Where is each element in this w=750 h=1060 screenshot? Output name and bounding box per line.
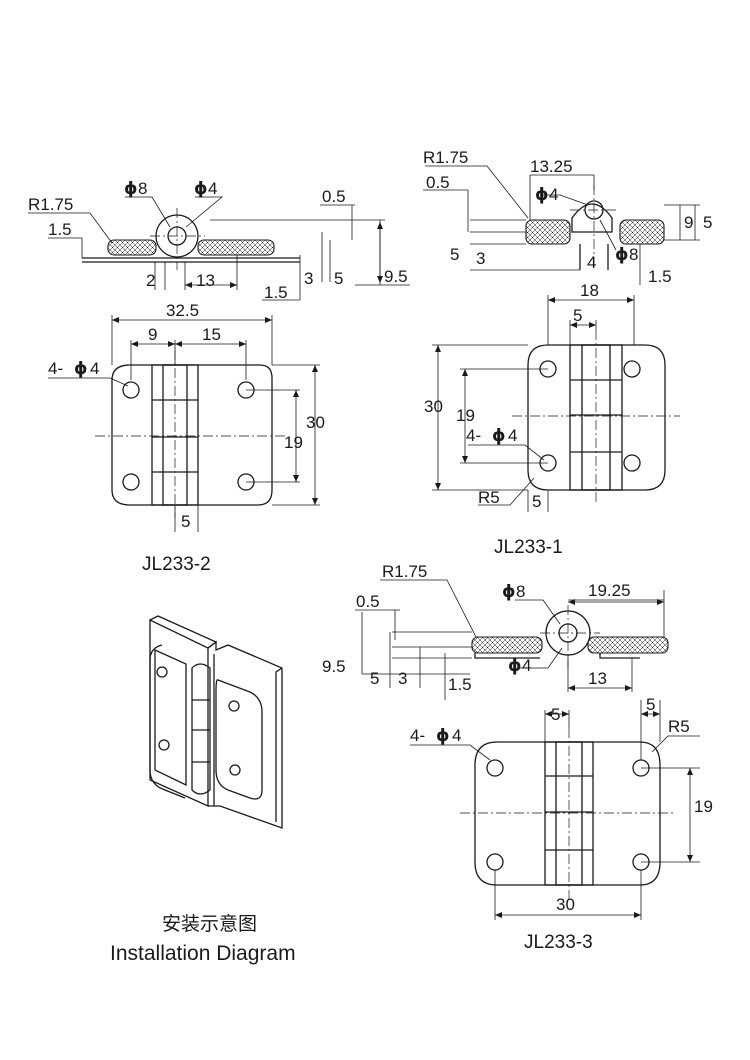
- side-c-phi8: 8: [516, 582, 525, 601]
- caption-jl233-1: JL233-1: [494, 537, 563, 558]
- plan1-phi-symbol: ϕ: [492, 426, 506, 446]
- side-b-d3: 3: [476, 249, 485, 268]
- side-b-r175: R1.75: [423, 148, 468, 167]
- side-c-d05: 0.5: [356, 592, 380, 611]
- side-c-d1925: 19.25: [588, 581, 631, 600]
- plan3-phi4: 4: [452, 726, 461, 745]
- side-b-phi8-symbol: ϕ: [615, 245, 629, 265]
- plan2-d325: 32.5: [166, 301, 199, 320]
- plan1-d5: 5: [573, 306, 582, 325]
- plan1-d30: 30: [424, 397, 443, 416]
- side-a-d05: 0.5: [322, 187, 346, 206]
- side-a-phi4: 4: [208, 179, 217, 198]
- side-a-phi8: 8: [138, 179, 147, 198]
- plan2-phi-symbol: ϕ: [74, 359, 88, 379]
- plan-view-jl233-3: [410, 700, 700, 920]
- side-a-r175: R1.75: [28, 195, 73, 214]
- plan3-d5b: 5: [646, 695, 655, 714]
- side-b-d9: 9: [684, 213, 693, 232]
- side-c-phi4-symbol: ϕ: [508, 656, 522, 676]
- plan3-r5: R5: [668, 717, 690, 736]
- plan-view-jl233-2: [48, 315, 320, 532]
- side-b-d4: 4: [587, 253, 596, 272]
- plan2-d5: 5: [181, 512, 190, 531]
- plan3-d30: 30: [556, 895, 575, 914]
- side-b-d5: 5: [450, 245, 459, 264]
- plan2-holes: 4-: [48, 359, 63, 378]
- plan-view-jl233-1: [432, 295, 680, 512]
- side-a-d15: 1.5: [48, 220, 72, 239]
- plan1-phi4: 4: [508, 426, 517, 445]
- plan1-d18: 18: [580, 281, 599, 300]
- side-a-phi8-symbol: ϕ: [124, 179, 138, 199]
- side-a-phi4-symbol: ϕ: [194, 179, 208, 199]
- side-b-phi8: 8: [629, 245, 638, 264]
- plan2-d30: 30: [306, 413, 325, 432]
- side-a-d2: 2: [146, 271, 155, 290]
- caption-install-en: Installation Diagram: [110, 942, 296, 965]
- side-b-phi4-symbol: ϕ: [535, 185, 549, 205]
- side-c-phi8-symbol: ϕ: [502, 582, 516, 602]
- side-c-d13: 13: [588, 669, 607, 688]
- plan3-d5: 5: [551, 705, 560, 724]
- side-b-phi4: 4: [549, 185, 558, 204]
- side-c-d15: 1.5: [448, 675, 472, 694]
- side-view-jl233-2: [28, 196, 410, 301]
- plan2-phi4: 4: [90, 359, 99, 378]
- caption-install-cn: 安装示意图: [162, 913, 257, 935]
- side-a-d13: 13: [196, 271, 215, 290]
- side-b-d15: 1.5: [648, 267, 672, 286]
- plan3-d19: 19: [694, 797, 713, 816]
- side-view-jl233-1: [423, 165, 700, 285]
- side-c-phi4: 4: [522, 656, 531, 675]
- side-view-jl233-3: [355, 579, 669, 700]
- side-c-d95: 9.5: [322, 657, 346, 676]
- side-a-d95: 9.5: [384, 267, 408, 286]
- plan2-d19: 19: [284, 433, 303, 452]
- side-b-d5r: 5: [703, 213, 712, 232]
- side-c-d3: 3: [398, 669, 407, 688]
- plan2-d15: 15: [202, 325, 221, 344]
- plan1-d5b: 5: [532, 492, 541, 511]
- side-a-d15b: 1.5: [264, 283, 288, 302]
- plan1-holes: 4-: [466, 426, 481, 445]
- side-a-d3: 3: [304, 269, 313, 288]
- side-c-r175: R1.75: [382, 562, 427, 581]
- side-b-d05: 0.5: [426, 173, 450, 192]
- side-a-d5: 5: [334, 269, 343, 288]
- plan2-d9: 9: [148, 325, 157, 344]
- side-b-d1325: 13.25: [530, 157, 573, 176]
- caption-jl233-2: JL233-2: [142, 554, 211, 575]
- plan1-d19: 19: [456, 406, 475, 425]
- plan3-holes: 4-: [410, 726, 425, 745]
- plan3-phi-symbol: ϕ: [436, 726, 450, 746]
- plan1-r5: R5: [478, 488, 500, 507]
- caption-jl233-3: JL233-3: [524, 932, 593, 953]
- installation-sketch: [149, 615, 283, 829]
- side-c-d5: 5: [370, 669, 379, 688]
